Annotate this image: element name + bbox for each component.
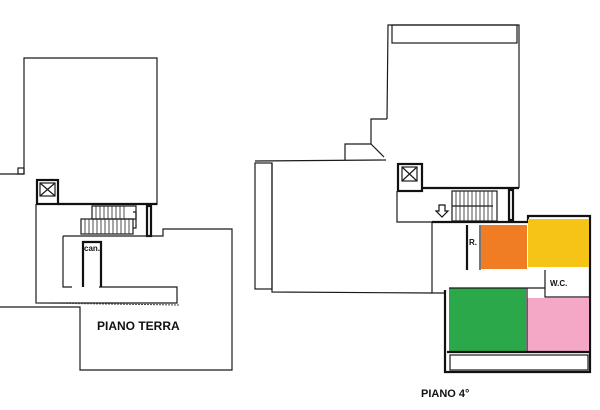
room-label-wc: W.C. [550, 279, 568, 288]
stairs-icon [80, 205, 137, 235]
elevator-icon [35, 178, 60, 206]
plan-title-fourth-floor: PIANO 4° [421, 388, 470, 400]
room-label-r: R. [469, 238, 477, 247]
room-orange [481, 225, 527, 269]
plan-title-ground-floor: PIANO TERRA [97, 319, 180, 333]
entrance-arrow-icon [434, 204, 450, 218]
stairs-icon [451, 190, 498, 222]
room-green [449, 288, 526, 351]
ground-floor-plan [0, 57, 233, 371]
elevator-icon [396, 162, 424, 193]
fourth-floor-plan [254, 24, 592, 374]
room-yellow [528, 219, 589, 267]
room-pink [527, 298, 589, 351]
room-label-cantina: can. [84, 244, 101, 253]
